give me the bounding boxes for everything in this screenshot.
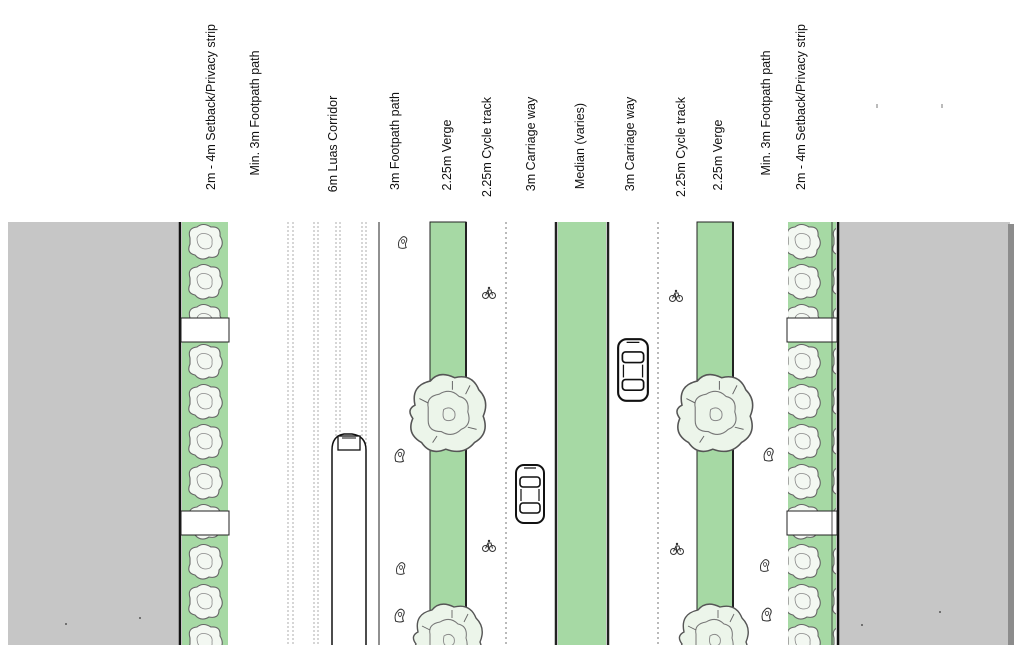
tree-canopy-icon bbox=[678, 603, 750, 645]
building-dot bbox=[861, 624, 863, 626]
bicycle-symbol-icon bbox=[482, 286, 496, 299]
label-median: Median (varies) bbox=[573, 102, 587, 190]
pedestrian-symbol-icon bbox=[397, 236, 408, 249]
label-setback-left: 2m - 4m Setback/Privacy strip bbox=[204, 23, 218, 191]
building-dot bbox=[939, 611, 941, 613]
pedestrian-symbol-icon bbox=[761, 607, 772, 622]
tram-icon bbox=[331, 433, 367, 645]
setback-gap-right bbox=[786, 510, 838, 536]
setback-gap-left bbox=[180, 317, 230, 343]
bicycle-symbol-icon bbox=[669, 289, 683, 302]
label-luas-corridor: 6m Luas Corridor bbox=[326, 95, 340, 193]
label-verge-right: 2.25m Verge bbox=[711, 119, 725, 191]
building-right-shadow bbox=[1008, 224, 1014, 645]
building-dot bbox=[139, 617, 141, 619]
car-icon bbox=[616, 337, 650, 403]
pedestrian-symbol-icon bbox=[759, 559, 770, 572]
setback-gap-right bbox=[786, 317, 838, 343]
building-dot bbox=[65, 623, 67, 625]
pedestrian-symbol-icon bbox=[763, 447, 774, 462]
building-right bbox=[838, 222, 1010, 645]
tree-canopy-icon bbox=[412, 603, 484, 645]
setback-hedge-left bbox=[182, 222, 228, 645]
label-cycle-track-left: 2.25m Cycle track bbox=[480, 96, 494, 198]
label-carriageway-left: 3m Carriage way bbox=[524, 96, 538, 192]
pedestrian-symbol-icon bbox=[394, 608, 405, 623]
label-footpath-3m-left: 3m Footpath path bbox=[388, 92, 402, 190]
label-footpath-right: Min. 3m Footpath path bbox=[759, 50, 773, 176]
label-cycle-track-right: 2.25m Cycle track bbox=[674, 96, 688, 198]
setback-hedge-right bbox=[788, 222, 836, 645]
pedestrian-symbol-icon bbox=[395, 562, 406, 575]
car-icon bbox=[514, 463, 546, 525]
median bbox=[558, 222, 606, 645]
label-verge-left: 2.25m Verge bbox=[440, 119, 454, 191]
pedestrian-symbol-icon bbox=[394, 448, 405, 463]
tree-canopy-icon bbox=[676, 373, 754, 453]
tree-canopy-icon bbox=[409, 373, 487, 453]
bicycle-symbol-icon bbox=[482, 539, 496, 552]
bicycle-symbol-icon bbox=[670, 542, 684, 555]
label-carriageway-right: 3m Carriage way bbox=[623, 96, 637, 192]
label-setback-right: 2m - 4m Setback/Privacy strip bbox=[794, 23, 808, 191]
label-footpath-left: Min. 3m Footpath path bbox=[248, 50, 262, 176]
setback-gap-left bbox=[180, 510, 230, 536]
building-left bbox=[8, 222, 180, 645]
